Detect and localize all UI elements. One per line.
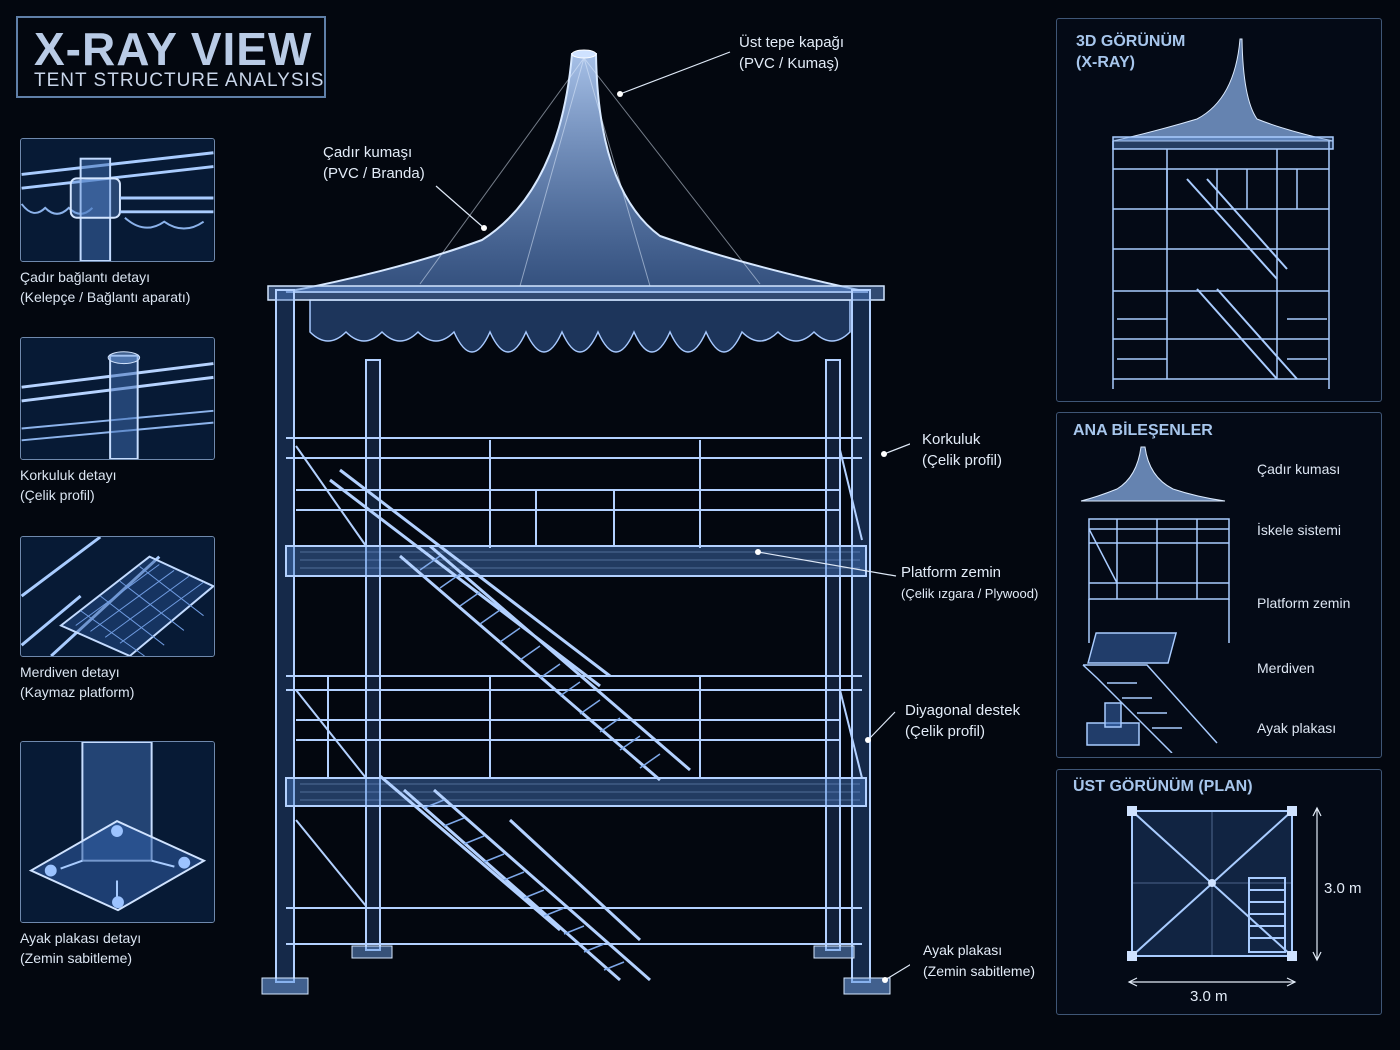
scalloped-valance — [309, 299, 851, 353]
components-exploded-icon — [1080, 446, 1230, 753]
panel-3d-view: 3D GÖRÜNÜM (X-RAY) — [1056, 18, 1382, 402]
3d-structure-icon — [1112, 38, 1334, 389]
top-cap — [571, 49, 597, 59]
callout-diagonal: Diyagonal destek (Çelik profil) — [905, 702, 1021, 740]
callout-railing: Korkuluk (Çelik profil) — [922, 431, 1003, 469]
callout-top-cap: Üst tepe kapağı (PVC / Kumaş) — [739, 34, 845, 72]
detail-railing-thumbnail — [20, 337, 215, 460]
component-stair: Merdiven — [1257, 660, 1315, 676]
panel-plan-title: ÜST GÖRÜNÜM (PLAN) — [1073, 778, 1253, 795]
component-scaffold: İskele sistemi — [1257, 522, 1342, 538]
detail-baseplate-thumbnail — [20, 741, 215, 923]
railing-icon — [21, 338, 214, 459]
stair-platform-icon — [21, 537, 214, 656]
detail-clamp-thumbnail — [20, 138, 215, 262]
panel-3d-title: 3D GÖRÜNÜM (X-RAY) — [1076, 33, 1186, 71]
title-block: X-RAY VIEW TENT STRUCTURE ANALYSIS — [16, 16, 326, 98]
panel-main-components: ANA BİLEŞENLER Çadır kuması İskele siste… — [1056, 412, 1382, 758]
callout-baseplate: Ayak plakası (Zemin sabitleme) — [923, 942, 1036, 979]
plan-width-label: 3.0 m — [1190, 988, 1228, 1005]
component-fabric: Çadır kuması — [1257, 461, 1341, 477]
panel-components-title: ANA BİLEŞENLER — [1073, 422, 1213, 439]
clamp-connector-icon — [21, 139, 214, 261]
detail-stair-caption: Merdiven detayı (Kaymaz platform) — [20, 664, 135, 700]
detail-railing-caption: Korkuluk detayı (Çelik profil) — [20, 467, 117, 503]
detail-stair-thumbnail — [20, 536, 215, 657]
plan-view-drawing — [1127, 806, 1322, 987]
callout-platform: Platform zemin (Çelik ızgara / Plywood) — [901, 564, 1039, 601]
callout-fabric: Çadır kumaşı (PVC / Branda) — [323, 144, 425, 182]
detail-clamp-caption: Çadır bağlantı detayı (Kelepçe / Bağlant… — [20, 269, 191, 305]
component-platform: Platform zemin — [1257, 595, 1351, 611]
main-structure-drawing — [261, 49, 910, 995]
plan-depth-label: 3.0 m — [1324, 880, 1362, 897]
base-plate-icon — [21, 742, 214, 922]
detail-baseplate-caption: Ayak plakası detayı (Zemin sabitleme) — [20, 930, 142, 966]
page-subtitle: TENT STRUCTURE ANALYSIS — [34, 70, 325, 91]
page-title: X-RAY VIEW — [34, 23, 313, 75]
component-baseplate: Ayak plakası — [1257, 720, 1337, 736]
panel-plan-view: ÜST GÖRÜNÜM (PLAN) 3.0 m 3.0 m — [1056, 769, 1382, 1015]
